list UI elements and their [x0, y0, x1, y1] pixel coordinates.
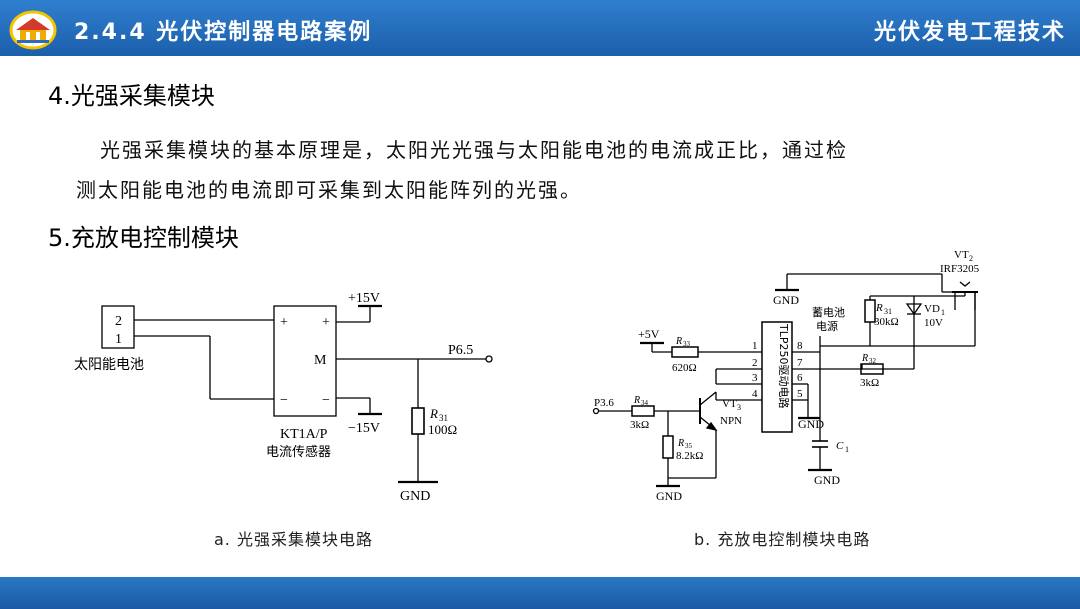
plus15v-label: +15V — [348, 291, 380, 306]
school-logo-icon — [9, 10, 57, 50]
r34-label: R — [633, 395, 640, 406]
r31-b-value: 30kΩ — [874, 316, 899, 328]
r34-value: 3kΩ — [630, 419, 649, 431]
r33-sub: 33 — [683, 340, 691, 348]
gnd-a-label: GND — [400, 489, 430, 504]
c1-label: C — [836, 440, 844, 452]
pin-1-label: 1 — [115, 332, 122, 347]
gnd-top-label: GND — [773, 293, 799, 307]
r31-a-label: R — [429, 406, 438, 421]
vt3-sub: 3 — [737, 403, 741, 412]
r31-b-sub: 31 — [884, 307, 892, 316]
gnd-c1-label: GND — [814, 473, 840, 487]
gnd-left-label: GND — [656, 489, 682, 503]
p65-label: P6.5 — [448, 343, 473, 358]
r34-sub: 34 — [641, 399, 649, 407]
irf3205-label: IRF3205 — [940, 263, 980, 275]
sensor-plus-right: + — [322, 315, 330, 330]
chip-pin-6: 6 — [797, 372, 803, 384]
r32-sub: 32 — [869, 357, 877, 365]
r32-label: R — [861, 353, 868, 364]
battery-label: 蓄电池 — [812, 306, 845, 319]
current-sensor-box — [273, 305, 337, 417]
r33-label: R — [675, 336, 682, 347]
caption-a: a. 光强采集模块电路 — [214, 530, 373, 549]
sensor-name-label: 电流传感器 — [266, 444, 331, 460]
chip-label: TLP250驱动电路 — [777, 323, 790, 408]
header-bar: 2.4.4 光伏控制器电路案例 光伏发电工程技术 — [0, 0, 1080, 56]
p65-terminal — [485, 355, 493, 363]
p36-label: P3.6 — [594, 397, 614, 409]
chip-pin-3: 3 — [752, 372, 758, 384]
vd1-label: VD — [924, 303, 940, 315]
r31-a-value: 100Ω — [428, 422, 457, 437]
resistor-r31-a — [411, 407, 425, 435]
chip-pin-7: 7 — [797, 357, 803, 369]
sensor-model-label: KT1A/P — [280, 427, 328, 442]
chip-pin-8: 8 — [797, 340, 803, 352]
sensor-minus-right: − — [322, 393, 330, 408]
paragraph-line-2: 测太阳能电池的电流即可采集到太阳能阵列的光强。 — [76, 178, 582, 202]
caption-b: b. 充放电控制模块电路 — [694, 530, 871, 549]
chip-pin-5: 5 — [797, 388, 803, 400]
section-4-heading: 4.光强采集模块 — [48, 82, 215, 110]
r33-value: 620Ω — [672, 362, 697, 374]
vd1-value: 10V — [924, 317, 943, 329]
chip-pin-2: 2 — [752, 357, 758, 369]
r35-value: 8.2kΩ — [676, 450, 703, 462]
power-label: 电源 — [816, 319, 838, 333]
chip-pin-4: 4 — [752, 388, 758, 400]
tlp250-chip — [761, 321, 793, 433]
section-5-heading: 5.充放电控制模块 — [48, 224, 239, 252]
chip-pin-1: 1 — [752, 340, 758, 352]
sensor-plus-left: + — [280, 315, 288, 330]
footer-bar — [0, 577, 1080, 609]
vt2-sub: 2 — [969, 254, 973, 263]
page-title: 2.4.4 光伏控制器电路案例 — [74, 20, 373, 45]
pin-2-label: 2 — [115, 314, 122, 329]
vt3-label: VT — [722, 398, 737, 410]
c1-sub: 1 — [845, 445, 849, 454]
vt2-label: VT — [954, 249, 969, 261]
sensor-minus-left: − — [280, 393, 288, 408]
r35-sub: 35 — [685, 442, 693, 450]
solar-cell-box — [101, 305, 135, 349]
minus15v-label: −15V — [348, 421, 380, 436]
plus5v-label: +5V — [638, 327, 660, 341]
r31-b-label: R — [875, 302, 883, 314]
solar-cell-label: 太阳能电池 — [74, 357, 144, 373]
gnd-mid-label: GND — [798, 417, 824, 431]
r31-a-sub: 31 — [439, 413, 448, 423]
vd1-sub: 1 — [941, 308, 945, 317]
sensor-m-label: M — [314, 353, 327, 368]
circuit-diagrams: 2 1 太阳能电池 + + − − M +15V −15V P6.5 R 31 … — [74, 249, 980, 504]
r35-label: R — [677, 438, 684, 449]
npn-label: NPN — [720, 415, 742, 427]
r32-value: 3kΩ — [860, 377, 879, 389]
paragraph-line-1: 光强采集模块的基本原理是，太阳光光强与太阳能电池的电流成正比，通过检 — [100, 138, 848, 162]
course-title: 光伏发电工程技术 — [873, 20, 1066, 45]
